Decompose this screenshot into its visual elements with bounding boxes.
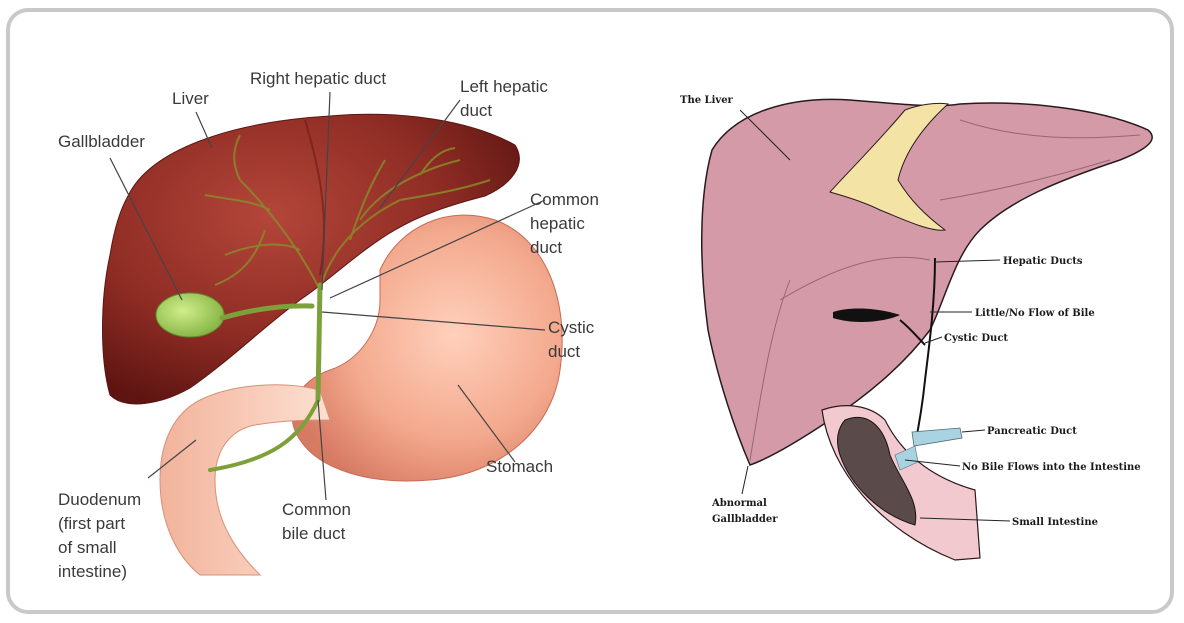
label-pancreatic-duct: Pancreatic Duct bbox=[987, 426, 1077, 437]
label-no-bile-flows: No Bile Flows into the Intestine bbox=[962, 462, 1141, 473]
duodenum-shape bbox=[160, 385, 330, 575]
label-duodenum-1: Duodenum bbox=[58, 490, 141, 509]
label-little-no-flow: Little/No Flow of Bile bbox=[975, 308, 1095, 319]
label-common-hepatic-duct-1: Common bbox=[530, 190, 599, 209]
label-common-bile-duct-1: Common bbox=[282, 500, 351, 519]
label-stomach: Stomach bbox=[486, 457, 553, 476]
label-duodenum-2: (first part bbox=[58, 514, 125, 533]
label-liver: Liver bbox=[172, 89, 209, 108]
label-duodenum-3: of small bbox=[58, 538, 117, 557]
label-common-hepatic-duct-3: duct bbox=[530, 238, 562, 257]
label-cystic-duct-1: Cystic bbox=[548, 318, 595, 337]
label-right-hepatic-duct: Right hepatic duct bbox=[250, 69, 386, 88]
label-common-hepatic-duct-2: hepatic bbox=[530, 214, 585, 233]
label-abnormal-gallbladder-2: Gallbladder bbox=[712, 514, 778, 525]
label-left-hepatic-duct-1: Left hepatic bbox=[460, 77, 548, 96]
left-anatomy: Liver Right hepatic duct Left hepatic du… bbox=[58, 69, 599, 581]
label-gallbladder: Gallbladder bbox=[58, 132, 145, 151]
label-duodenum-4: intestine) bbox=[58, 562, 127, 581]
label-cystic-duct: Cystic Duct bbox=[944, 333, 1008, 344]
label-small-intestine: Small Intestine bbox=[1012, 517, 1098, 528]
gallbladder-shape bbox=[156, 293, 224, 337]
label-left-hepatic-duct-2: duct bbox=[460, 101, 492, 120]
label-abnormal-gallbladder-1: Abnormal bbox=[711, 498, 767, 509]
label-the-liver: The Liver bbox=[680, 95, 734, 106]
label-common-bile-duct-2: bile duct bbox=[282, 524, 346, 543]
label-cystic-duct-2: duct bbox=[548, 342, 580, 361]
label-hepatic-ducts: Hepatic Ducts bbox=[1003, 256, 1083, 267]
pancreatic-duct-shape bbox=[912, 428, 962, 446]
right-anatomy: The Liver Hepatic Ducts Little/No Flow o… bbox=[680, 95, 1152, 560]
right-liver-shape bbox=[702, 99, 1152, 465]
